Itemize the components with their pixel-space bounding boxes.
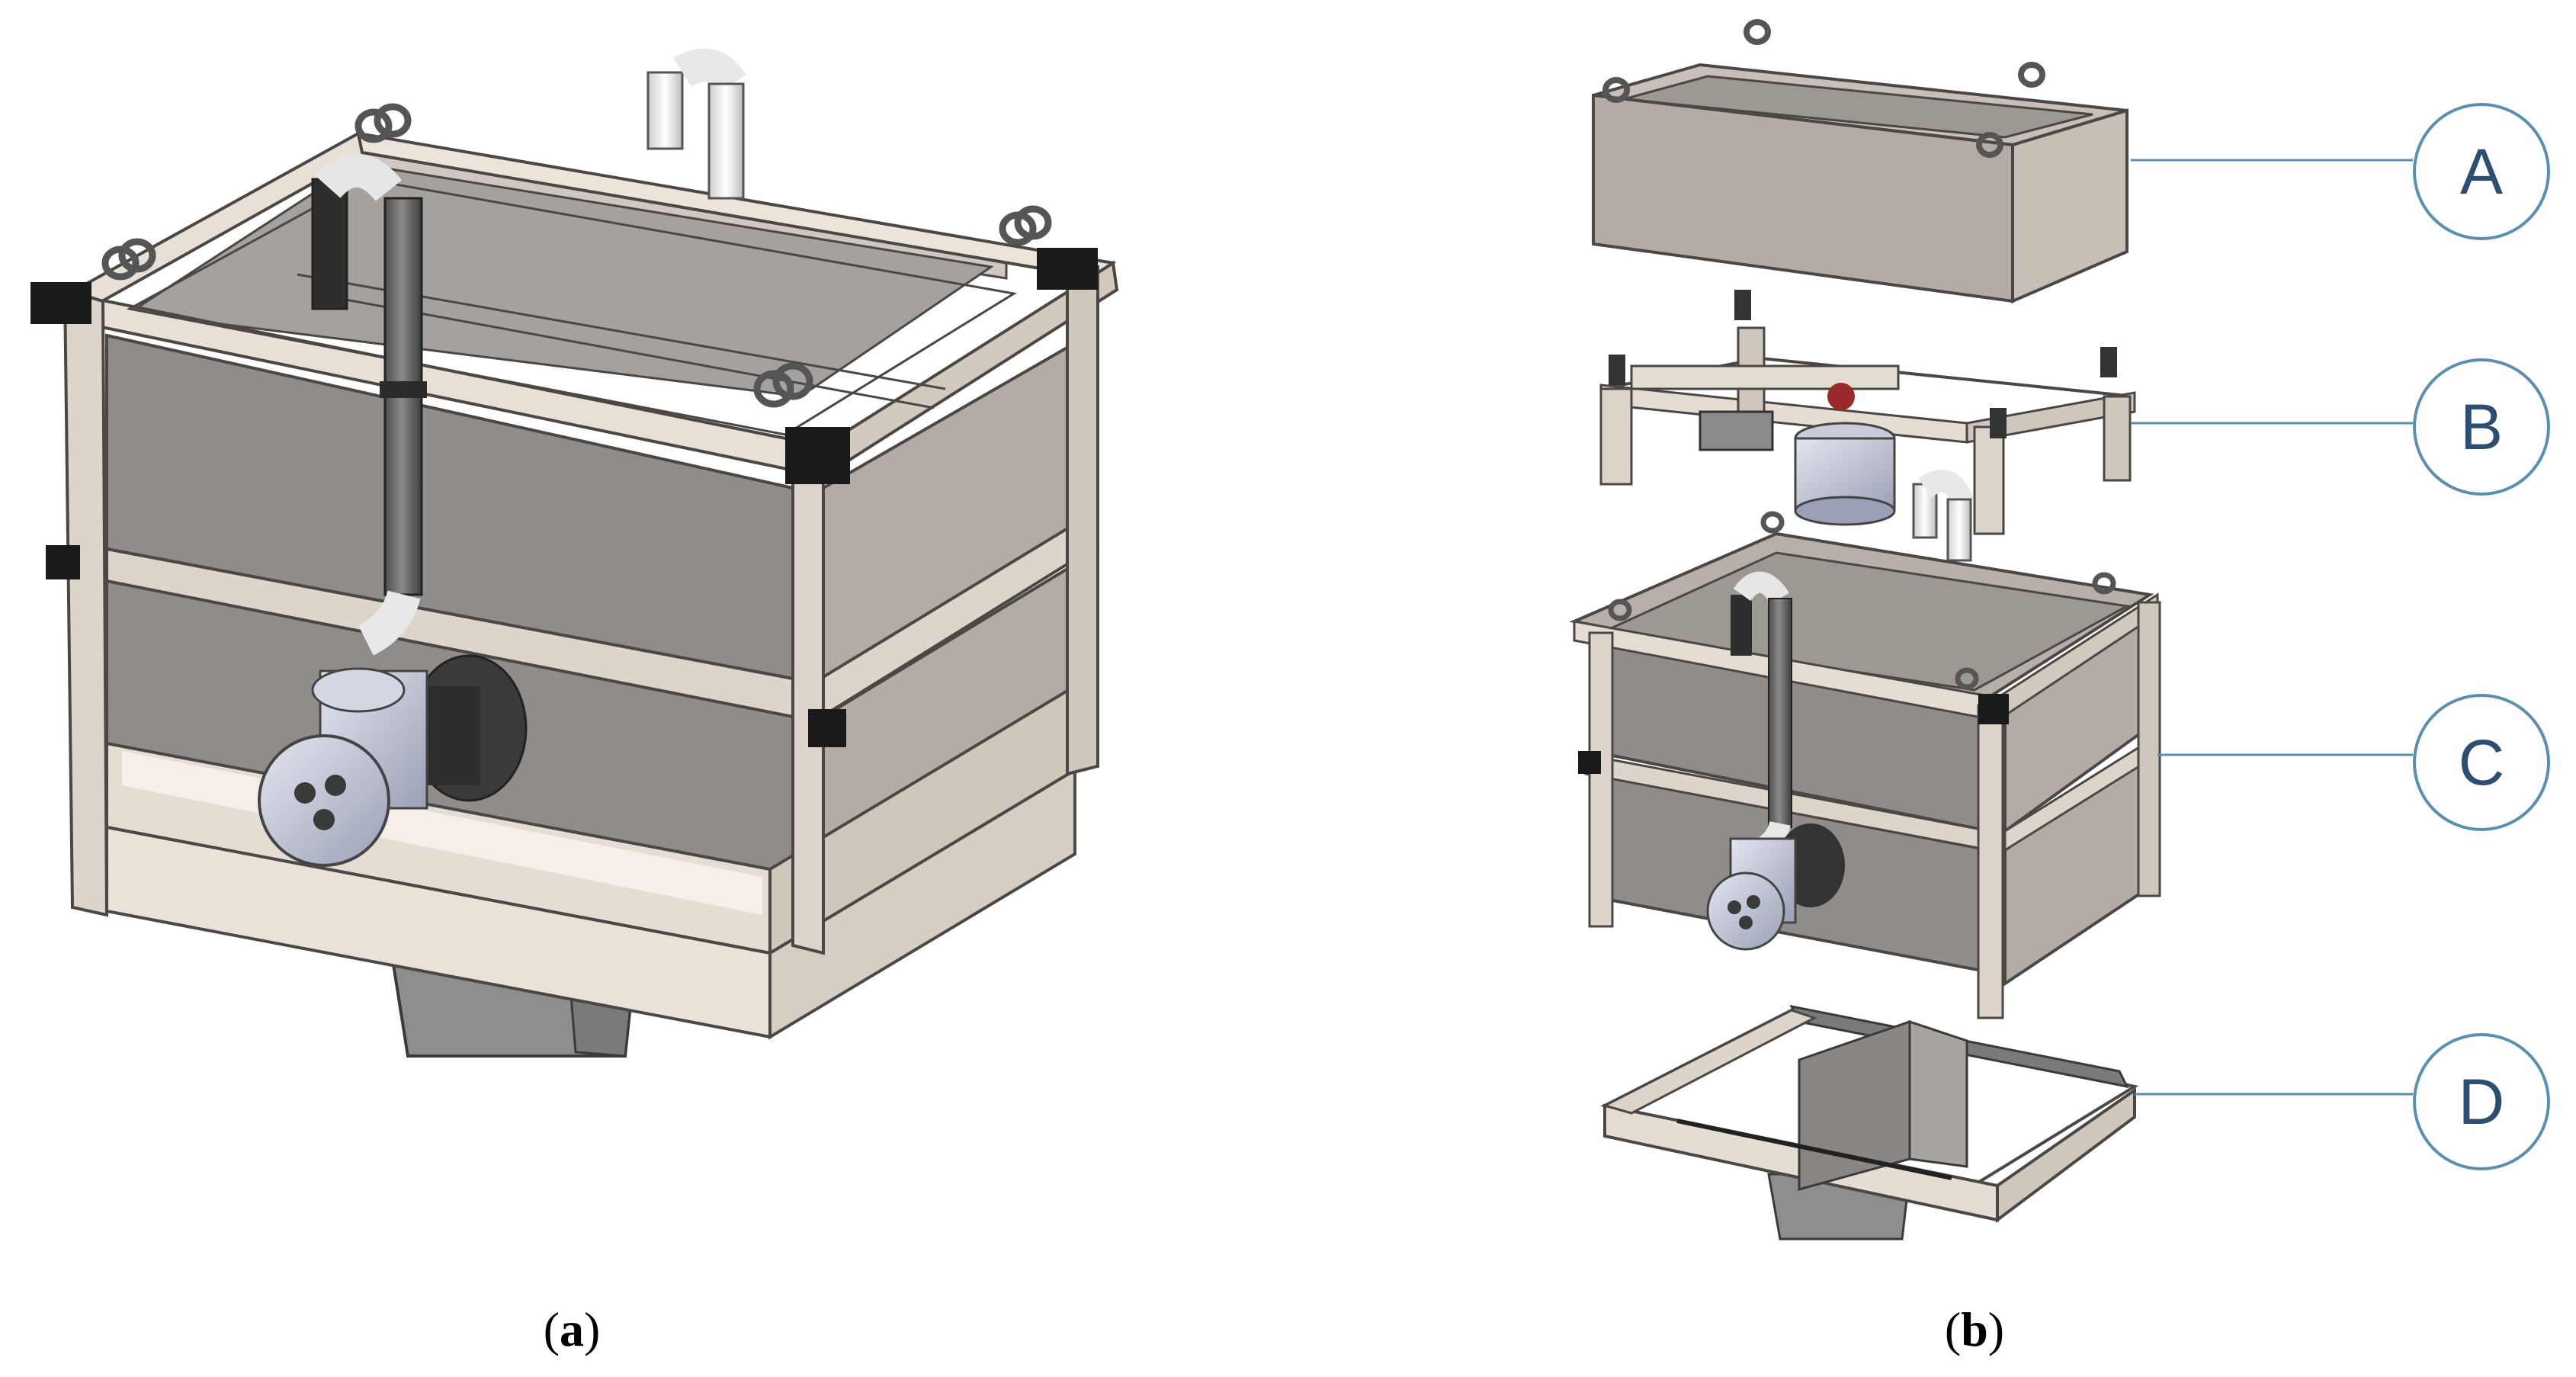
- pump: [258, 654, 528, 867]
- callout-label-a: A: [2460, 136, 2503, 207]
- corner-block: [808, 709, 846, 747]
- callout-c: C: [2157, 694, 2550, 831]
- inlet-pipe: [311, 153, 427, 656]
- caption-b: (b): [1945, 1302, 2004, 1356]
- part-d-base-frame: [1600, 1004, 2139, 1241]
- callout-label-b: B: [2460, 391, 2503, 463]
- post-back-right: [1066, 261, 1099, 776]
- corner-block: [30, 282, 91, 324]
- callout-label-d: D: [2459, 1066, 2505, 1138]
- corner-block: [785, 427, 850, 484]
- inner-rim: [126, 178, 1018, 436]
- callout-label-c: C: [2459, 727, 2505, 798]
- panel-a-tank-assembled: [30, 48, 1119, 1058]
- overflow-pipe: [646, 48, 746, 200]
- callout-b: B: [2131, 358, 2550, 496]
- panel-b-exploded-view: A B C D: [1569, 19, 2550, 1241]
- eye-bolt: [101, 103, 1052, 408]
- part-b-support-frame: [1599, 290, 2136, 562]
- base-bottom-side: [768, 767, 1076, 1040]
- callout-d: D: [2135, 1033, 2550, 1170]
- corner-block: [1037, 248, 1098, 290]
- part-a-top-box: [1592, 19, 2128, 304]
- post-front-left: [63, 287, 109, 917]
- part-c-tank-body: [1569, 511, 2161, 1019]
- callout-a: A: [2131, 103, 2550, 240]
- corner-block: [46, 545, 80, 579]
- caption-a: (a): [544, 1302, 601, 1356]
- post-front-right: [791, 440, 825, 955]
